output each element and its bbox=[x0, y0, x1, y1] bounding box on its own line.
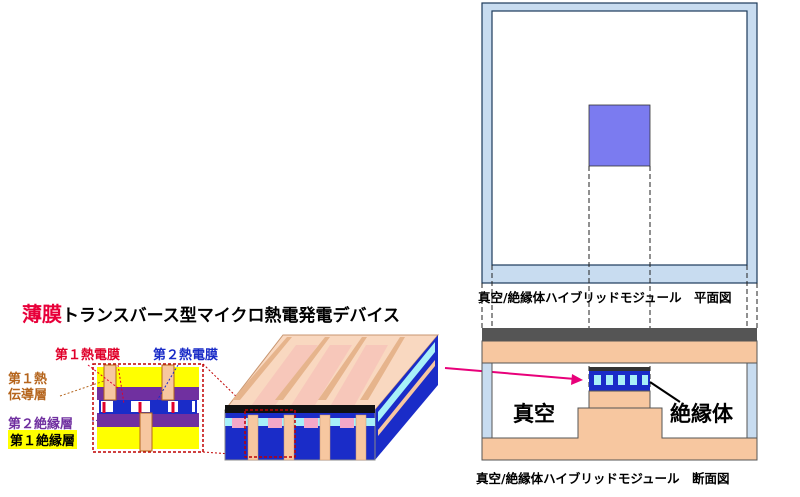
insulator-block-plan bbox=[588, 104, 651, 167]
label-first-thermoelectric-film: 第１熱電膜 bbox=[55, 348, 121, 363]
title-rest: トランスバース型マイクロ熱電発電デバイス bbox=[62, 306, 400, 326]
arrow-to-module bbox=[444, 367, 583, 385]
insulator-module-section bbox=[588, 367, 651, 409]
label-first-insulating-layer: 第１絶縁層 bbox=[8, 430, 78, 449]
device-3d-view bbox=[223, 334, 440, 461]
device-title: 薄膜トランスバース型マイクロ熱電発電デバイス bbox=[22, 298, 400, 327]
vacuum-label: 真空 bbox=[513, 402, 555, 426]
label-first-heat-conduction-line2: 伝導層 bbox=[8, 388, 48, 403]
section-view-caption: 真空/絶縁体ハイブリッドモジュール 断面図 bbox=[476, 471, 730, 486]
first-heat-conduction-pillar bbox=[103, 364, 117, 401]
plan-view bbox=[481, 2, 758, 284]
label-first-heat-conduction-line1: 第１熱 bbox=[8, 372, 48, 387]
plan-view-caption: 真空/絶縁体ハイブリッドモジュール 平面図 bbox=[478, 290, 732, 305]
section-view bbox=[481, 328, 758, 461]
device-front-face bbox=[224, 409, 376, 461]
label-second-thermoelectric-film: 第２熱電膜 bbox=[153, 348, 219, 363]
title-accent: 薄膜 bbox=[22, 302, 62, 326]
cross-section-detail bbox=[92, 363, 204, 453]
label-second-insulating-layer: 第２絶縁層 bbox=[8, 417, 74, 432]
insulator-label: 絶縁体 bbox=[670, 402, 733, 426]
